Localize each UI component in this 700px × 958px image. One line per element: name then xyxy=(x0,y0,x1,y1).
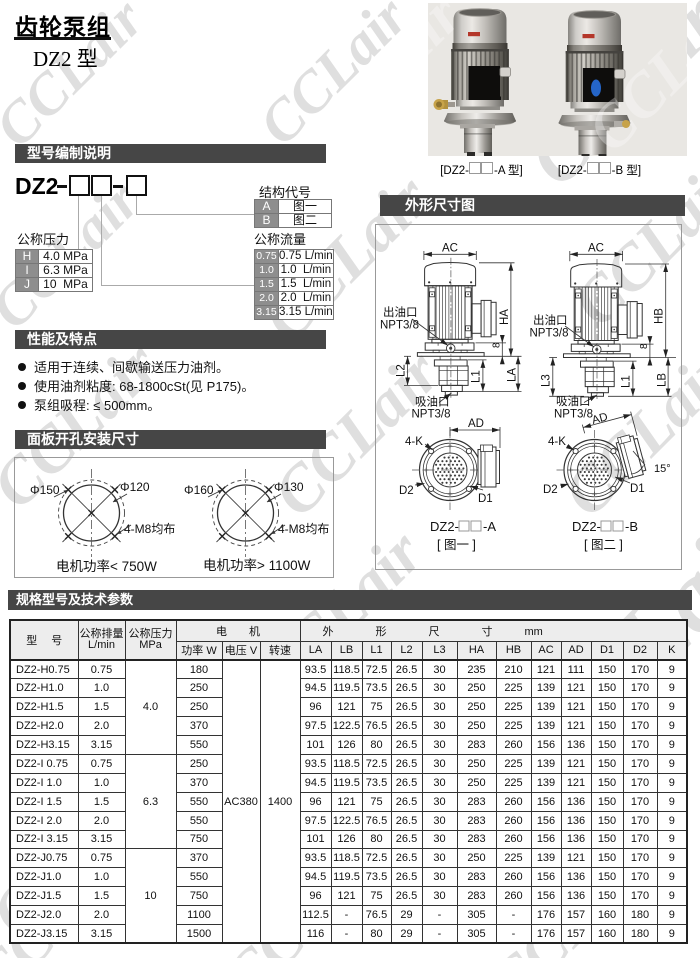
svg-text:DZ2-: DZ2- xyxy=(430,519,459,534)
svg-text:8: 8 xyxy=(639,343,650,349)
svg-text:LA: LA xyxy=(507,368,519,382)
svg-text:D2: D2 xyxy=(399,485,414,497)
svg-text:4-K: 4-K xyxy=(548,436,566,448)
svg-text:4-M8均布: 4-M8均布 xyxy=(278,522,329,536)
svg-text:AD: AD xyxy=(468,418,484,430)
svg-text:L1: L1 xyxy=(621,375,633,388)
svg-text:15°: 15° xyxy=(654,463,671,475)
svg-text:吸油口: 吸油口 xyxy=(415,395,450,409)
svg-text:HA: HA xyxy=(499,309,511,325)
svg-text:NPT3/8: NPT3/8 xyxy=(554,409,593,421)
svg-text:吸油口: 吸油口 xyxy=(556,394,591,408)
svg-text:L1: L1 xyxy=(471,370,483,383)
svg-text:DZ2-: DZ2- xyxy=(572,519,601,534)
svg-text:LB: LB xyxy=(657,373,669,387)
svg-text:CCLair: CCLair xyxy=(428,3,475,156)
svg-text:4-M8均布: 4-M8均布 xyxy=(124,522,175,536)
svg-text:4-K: 4-K xyxy=(405,436,423,448)
svg-text:AD: AD xyxy=(591,411,610,427)
svg-text:AC: AC xyxy=(588,243,604,255)
svg-text:D1: D1 xyxy=(630,483,645,495)
svg-text:Φ130: Φ130 xyxy=(274,480,304,494)
svg-text:L2: L2 xyxy=(396,364,408,377)
svg-text:8: 8 xyxy=(492,342,503,348)
svg-text:Φ150: Φ150 xyxy=(30,483,60,497)
svg-text:[ 图一 ]: [ 图一 ] xyxy=(437,538,476,552)
svg-text:AC: AC xyxy=(442,243,458,255)
svg-text:出油口: 出油口 xyxy=(383,305,418,319)
svg-text:NPT3/8: NPT3/8 xyxy=(380,320,419,332)
svg-text:-A: -A xyxy=(483,519,496,534)
svg-text:NPT3/8: NPT3/8 xyxy=(530,328,569,340)
svg-text:-B: -B xyxy=(625,519,638,534)
svg-text:Φ120: Φ120 xyxy=(120,480,150,494)
svg-text:NPT3/8: NPT3/8 xyxy=(412,409,451,421)
svg-text:CCLair: CCLair xyxy=(575,3,687,156)
svg-text:Φ160: Φ160 xyxy=(184,483,214,497)
svg-text:出油口: 出油口 xyxy=(533,313,568,327)
svg-text:[ 图二 ]: [ 图二 ] xyxy=(584,538,623,552)
svg-text:D2: D2 xyxy=(543,484,558,496)
svg-text:L3: L3 xyxy=(541,374,553,387)
svg-text:D1: D1 xyxy=(478,493,493,505)
svg-text:HB: HB xyxy=(654,308,666,324)
